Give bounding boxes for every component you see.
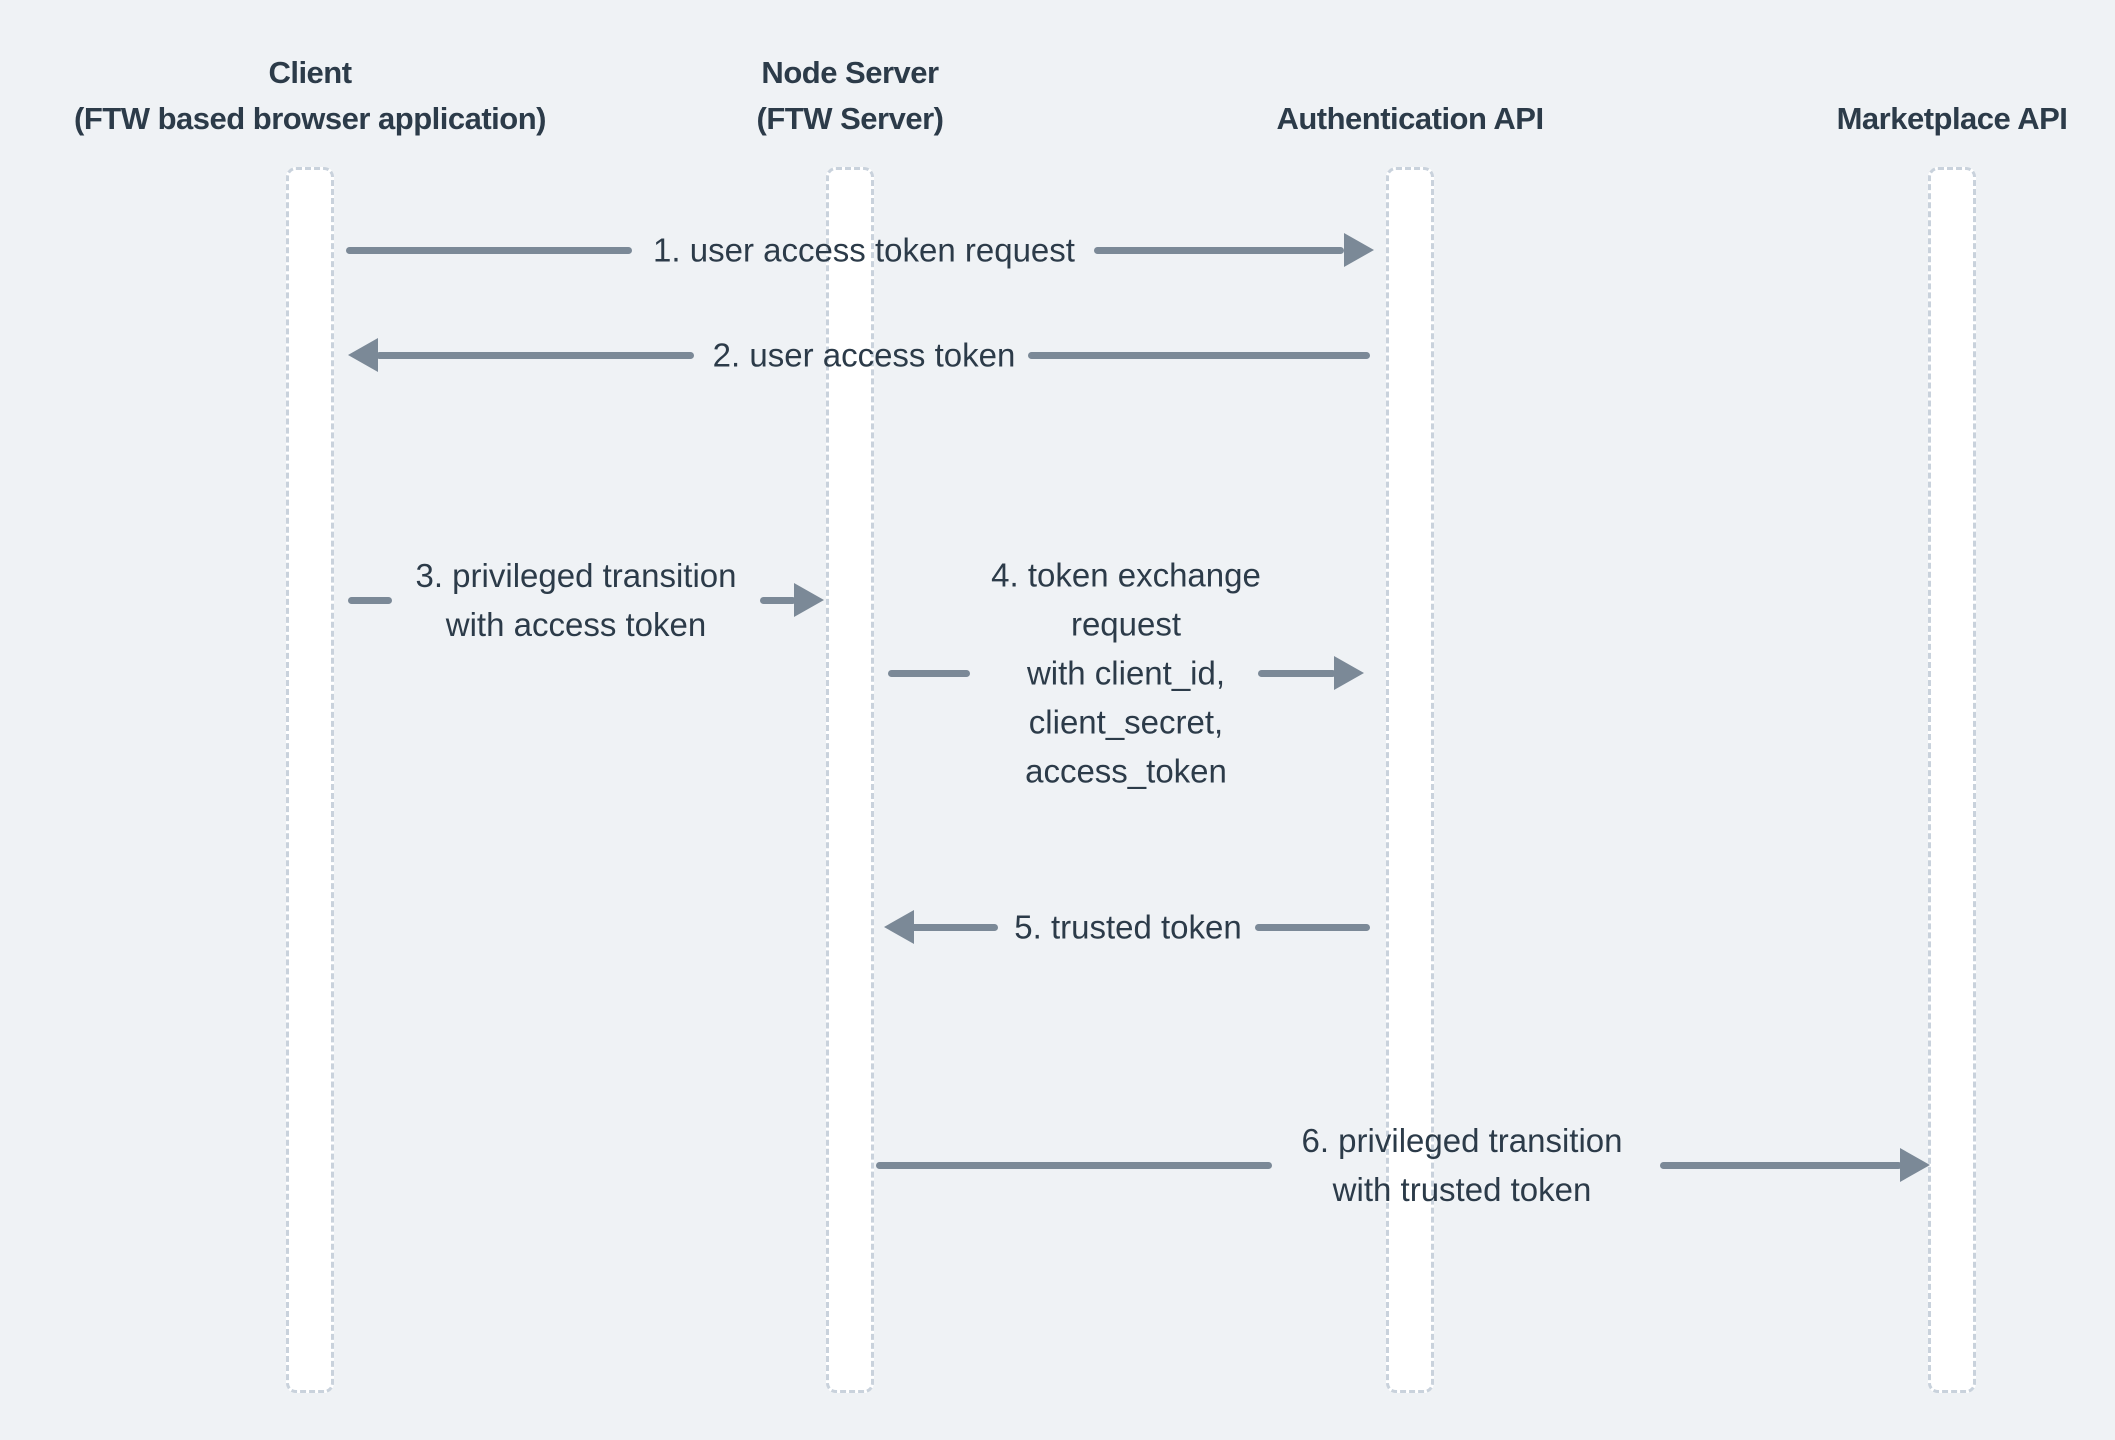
message-4-arrowhead-right-icon — [1334, 656, 1364, 690]
actor-title-line: (FTW Server) — [756, 101, 944, 136]
actor-title-authentication-api: Authentication API — [1276, 0, 1544, 142]
lifeline-marketplace-api — [1928, 167, 1976, 1393]
message-1-line — [1094, 246, 1344, 254]
actor-title-node-server: Node Server (FTW Server) — [757, 0, 944, 142]
message-6-line — [876, 1161, 1272, 1169]
message-1-label: 1. user access token request — [653, 231, 1075, 269]
message-5-line — [910, 923, 998, 931]
lifeline-node-server — [826, 167, 874, 1393]
message-5-line — [1255, 923, 1370, 931]
message-4-line — [888, 669, 970, 677]
message-3-line — [348, 596, 392, 604]
message-2-line — [376, 351, 694, 359]
actor-title-line: Authentication API — [1276, 101, 1544, 136]
actor-title-line: Node Server — [761, 55, 939, 90]
message-6-line — [1660, 1161, 1902, 1169]
actor-title-client: Client (FTW based browser application) — [74, 0, 546, 142]
actor-title-line: Client — [268, 55, 352, 90]
actor-title-marketplace-api: Marketplace API — [1837, 0, 2068, 142]
message-4-line — [1258, 669, 1336, 677]
lifeline-client — [286, 167, 334, 1393]
message-6-arrowhead-right-icon — [1900, 1148, 1930, 1182]
message-1-arrowhead-right-icon — [1344, 233, 1374, 267]
message-2-line — [1028, 351, 1370, 359]
message-2-arrowhead-left-icon — [348, 338, 378, 372]
message-3-label: 3. privileged transition with access tok… — [415, 557, 737, 643]
message-2-label: 2. user access token — [712, 336, 1016, 374]
lifeline-authentication-api — [1386, 167, 1434, 1393]
message-4-label: 4. token exchange request with client_id… — [991, 556, 1261, 790]
message-5-label: 5. trusted token — [1014, 908, 1242, 946]
message-6-label: 6. privileged transition with trusted to… — [1301, 1122, 1623, 1208]
message-3-line — [760, 596, 796, 604]
message-3-arrowhead-right-icon — [794, 583, 824, 617]
message-5-arrowhead-left-icon — [884, 910, 914, 944]
actor-title-line: (FTW based browser application) — [74, 101, 546, 136]
message-1-line — [346, 246, 632, 254]
actor-title-line: Marketplace API — [1836, 101, 2068, 136]
